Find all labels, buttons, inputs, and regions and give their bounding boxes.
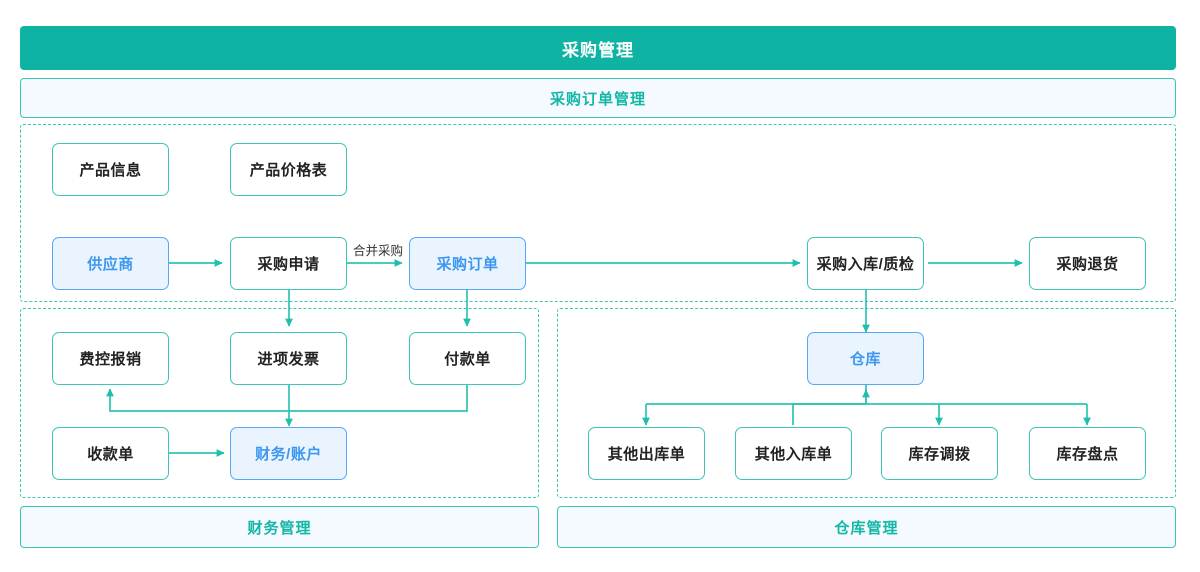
node-other-inbound[interactable]: 其他入库单	[735, 427, 852, 480]
node-other-outbound[interactable]: 其他出库单	[588, 427, 705, 480]
band-finance-management: 财务管理	[20, 506, 539, 548]
node-receipt-voucher[interactable]: 收款单	[52, 427, 169, 480]
node-product-info[interactable]: 产品信息	[52, 143, 169, 196]
node-purchase-inbound-qc[interactable]: 采购入库/质检	[807, 237, 924, 290]
group-finance	[20, 308, 539, 498]
band-order-management: 采购订单管理	[20, 78, 1176, 118]
node-input-invoice[interactable]: 进项发票	[230, 332, 347, 385]
node-purchase-order[interactable]: 采购订单	[409, 237, 526, 290]
node-payment-voucher[interactable]: 付款单	[409, 332, 526, 385]
node-supplier[interactable]: 供应商	[52, 237, 169, 290]
node-warehouse[interactable]: 仓库	[807, 332, 924, 385]
node-expense-reimbursement[interactable]: 费控报销	[52, 332, 169, 385]
group-purchase-order	[20, 124, 1176, 302]
node-finance-account[interactable]: 财务/账户	[230, 427, 347, 480]
node-stock-count[interactable]: 库存盘点	[1029, 427, 1146, 480]
edge-label-merge-purchase: 合并采购	[352, 240, 405, 259]
band-warehouse-management: 仓库管理	[557, 506, 1176, 548]
node-product-price-list[interactable]: 产品价格表	[230, 143, 347, 196]
page-title: 采购管理	[20, 26, 1176, 70]
node-purchase-return[interactable]: 采购退货	[1029, 237, 1146, 290]
node-purchase-request[interactable]: 采购申请	[230, 237, 347, 290]
node-stock-transfer[interactable]: 库存调拨	[881, 427, 998, 480]
